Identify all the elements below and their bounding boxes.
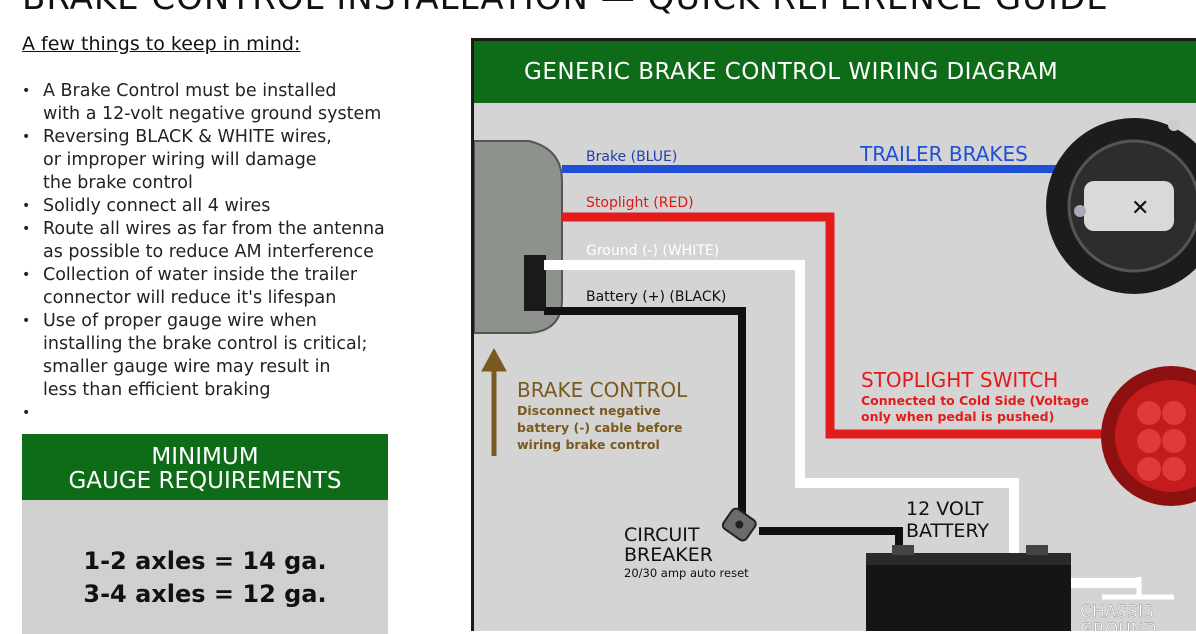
brake-control-title: BRAKE CONTROL [517,378,688,402]
note-line: Collection of water inside the trailer [43,265,358,285]
note-item: • Use of proper gauge wire when installing… [22,310,442,402]
note-line: Solidly connect all 4 wires [43,196,271,216]
battery-wire-label: Battery (+) (BLACK) [586,289,726,305]
note-line: with a 12-volt negative ground system [43,104,382,124]
stoplight-lamp [1101,366,1196,506]
gauge-row: 1-2 axles = 14 ga. [83,547,327,575]
diagram-title: GENERIC BRAKE CONTROL WIRING DIAGRAM [474,41,1196,103]
bullet-icon: • [22,313,31,329]
stoplight-switch-line1: Connected to Cold Side (Voltage [861,393,1089,408]
brake-wire-label: Brake (BLUE) [586,149,677,165]
ground-wire-label: Ground (-) (WHITE) [586,243,719,259]
note-line: smaller gauge wire may result in [43,357,331,377]
trailer-brake-assembly: ✕ [1046,118,1196,294]
up-arrow-icon [481,347,507,456]
notes-list: • A Brake Control must be installed with a… [22,80,442,425]
battery-line1: 12 VOLT [906,498,984,520]
battery-graphic [866,545,1071,631]
note-line: Use of proper gauge wire when [43,311,317,331]
note-line: or improper wiring will damage [43,150,317,170]
gauge-row: 3-4 axles = 12 ga. [83,580,327,608]
circuit-breaker [721,507,757,542]
bullet-icon: • [22,405,31,421]
chassis-ground-line1: CHASSIS [1080,602,1154,622]
red-stoplight-wire [562,212,1114,439]
bullet-icon: • [22,129,31,145]
note-item: • [22,402,442,425]
note-line: A Brake Control must be installed [43,81,337,101]
circuit-breaker-line1: CIRCUIT [624,524,700,546]
chassis-ground-line2: GROUND [1080,620,1157,631]
gauge-requirements-body: 1-2 axles = 14 ga. 3-4 axles = 12 ga. [22,500,388,611]
note-line: less than efficient braking [43,380,271,400]
gauge-title-line1: MINIMUM [151,444,259,470]
wiring-diagram-canvas: ✕ Brake (BLUE) TRAILER BRAKES Stoplight … [474,118,1196,631]
chassis-ground-symbol [1102,577,1174,600]
note-item: • Route all wires as far from the antenna… [22,218,442,264]
note-item: • A Brake Control must be installed with a… [22,80,442,126]
brake-control-unit [474,140,563,334]
note-line: connector will reduce it's lifespan [43,288,337,308]
page-title: BRAKE CONTROL INSTALLATION — QUICK REFER… [22,0,1109,18]
note-line: Route all wires as far from the antenna [43,219,385,239]
brake-control-connector [524,255,546,311]
gauge-requirements-panel: MINIMUM GAUGE REQUIREMENTS 1-2 axles = 1… [22,434,388,634]
circuit-breaker-line3: 20/30 amp auto reset [624,566,749,580]
battery-line2: BATTERY [906,520,989,542]
note-line: Reversing BLACK & WHITE wires, [43,127,332,147]
bullet-icon: • [22,198,31,214]
trailer-brakes-label: TRAILER BRAKES [859,142,1028,166]
brake-control-line2: battery (-) cable before [517,420,682,435]
note-line: as possible to reduce AM interference [43,242,374,262]
note-line: the brake control [43,173,193,193]
stoplight-switch-title: STOPLIGHT SWITCH [861,368,1058,392]
stoplight-switch-line2: only when pedal is pushed) [861,409,1054,424]
note-item: • Solidly connect all 4 wires [22,195,442,218]
bullet-icon: • [22,267,31,283]
bullet-icon: • [22,221,31,237]
gauge-title-line2: GAUGE REQUIREMENTS [68,468,342,494]
note-line: installing the brake control is critical… [43,334,368,354]
note-item: • Collection of water inside the trailer c… [22,264,442,310]
gauge-requirements-header: MINIMUM GAUGE REQUIREMENTS [22,434,388,500]
brake-control-line1: Disconnect negative [517,403,661,418]
black-battery-wire [544,307,746,519]
wiring-diagram: ✕ Brake (BLUE) TRAILER BRAKES Stoplight … [471,38,1196,631]
note-item: • Reversing BLACK & WHITE wires, or improp… [22,126,442,195]
svg-text:✕: ✕ [1131,196,1149,221]
keep-in-mind-heading: A few things to keep in mind: [22,33,301,55]
brake-control-line3: wiring brake control [517,437,660,452]
bullet-icon: • [22,83,31,99]
circuit-breaker-line2: BREAKER [624,544,713,566]
stoplight-wire-label: Stoplight (RED) [586,195,694,211]
